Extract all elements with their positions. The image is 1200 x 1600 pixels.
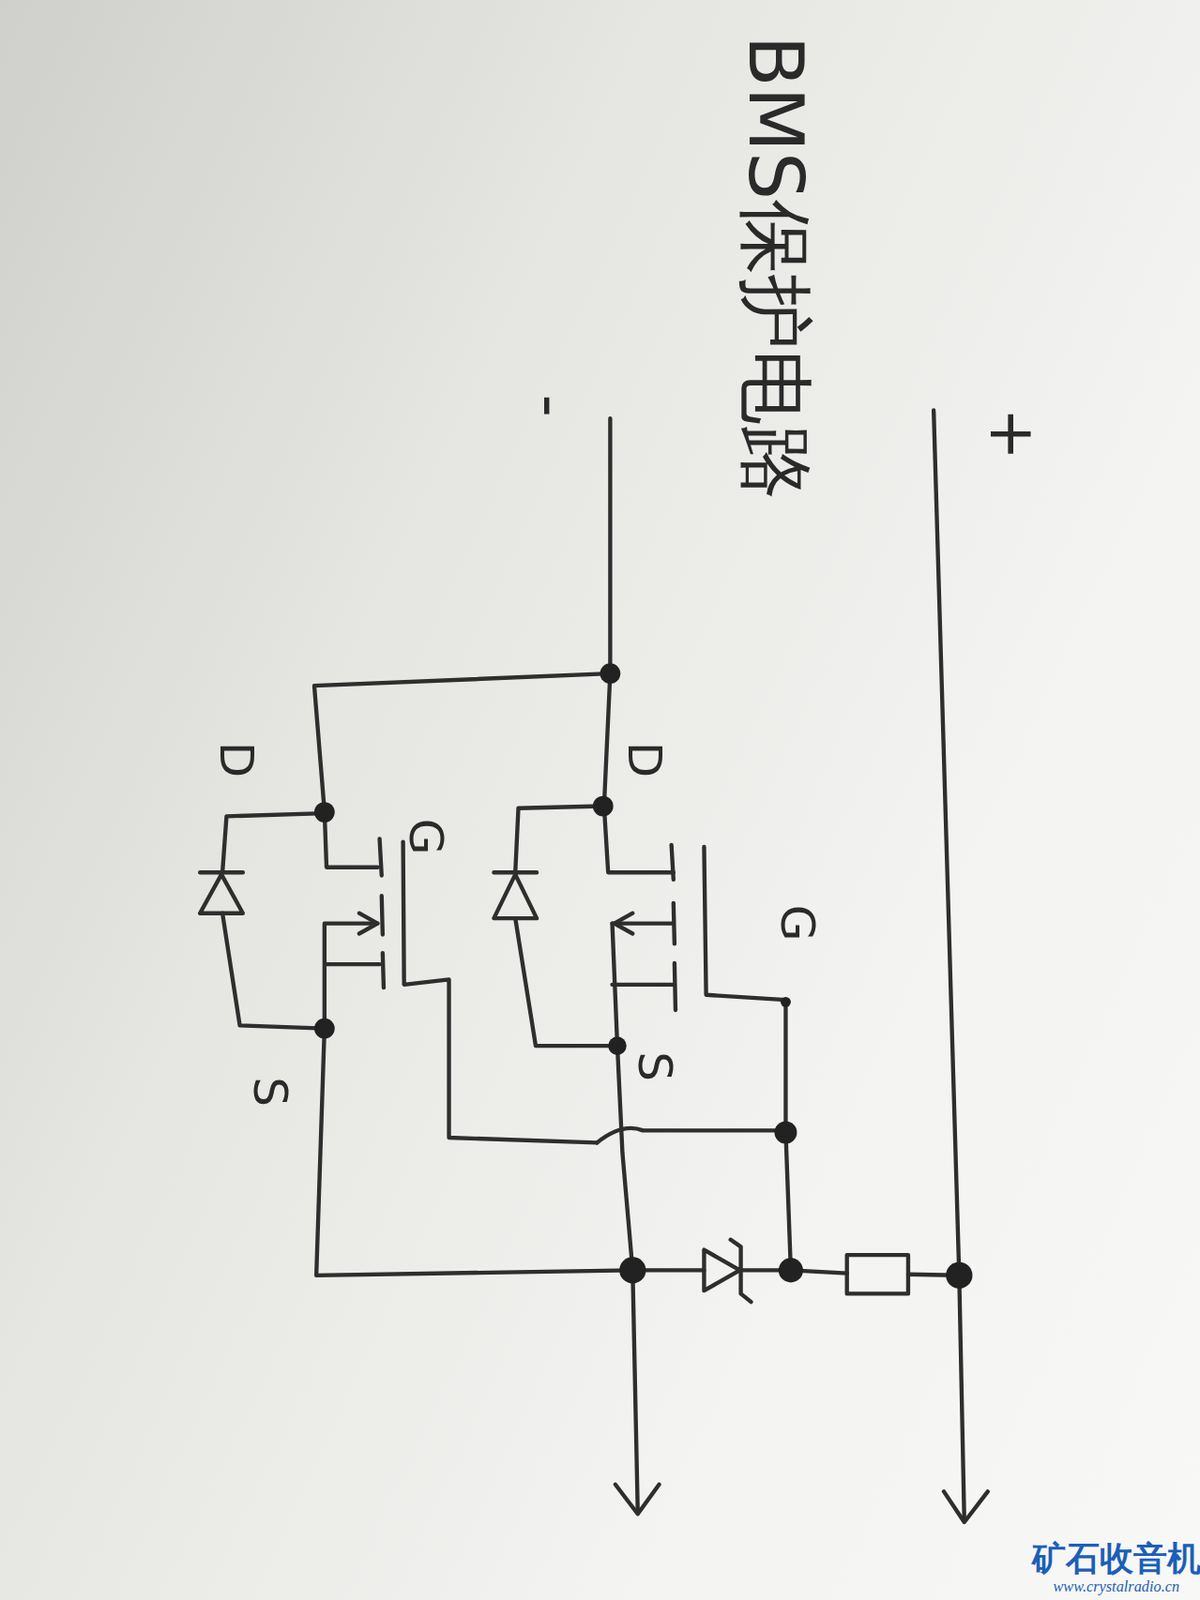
junction-dot (945, 1262, 973, 1290)
junction-dot (607, 1036, 627, 1056)
arrow-head (943, 1491, 988, 1523)
arrow-head (615, 1485, 660, 1516)
junction-dot (314, 802, 335, 823)
title: BMS保护电路 (737, 34, 813, 501)
pin-label: G (774, 905, 821, 942)
junction-dot (592, 796, 614, 818)
wire (612, 924, 638, 1514)
wire (314, 673, 610, 868)
watermark: 矿石收音机 (1032, 1542, 1200, 1577)
resistor-symbol (847, 1255, 909, 1294)
wire (316, 1029, 633, 1276)
pin-label: D (621, 742, 669, 779)
terminal-label: - (519, 394, 583, 418)
junction-dot (774, 1122, 797, 1145)
mosfet-gate (403, 842, 598, 1144)
wire (604, 418, 674, 873)
diode-symbol (199, 872, 244, 914)
wire (596, 1128, 786, 1144)
junction-dot (780, 997, 791, 1008)
wire (933, 410, 965, 1521)
junction-dot (600, 663, 622, 684)
terminal-label: + (980, 407, 1044, 461)
pin-label: D (212, 742, 260, 779)
zener-symbol (703, 1240, 751, 1303)
wire (515, 806, 618, 1048)
mosfet-arrow (359, 913, 379, 935)
watermark: www.crystalradio.cn (1053, 1579, 1181, 1595)
diode-symbol (493, 872, 537, 919)
mosfet-source (612, 924, 674, 986)
junction-dot (778, 1258, 804, 1283)
mosfet-arrow (614, 913, 634, 935)
pin-label: S (631, 1051, 679, 1082)
junction-dot (314, 1018, 335, 1040)
pin-label: S (246, 1077, 294, 1108)
wire (222, 813, 325, 1029)
junction-dot (619, 1257, 646, 1284)
pin-label: G (403, 818, 451, 855)
mosfet-source (324, 924, 380, 1030)
